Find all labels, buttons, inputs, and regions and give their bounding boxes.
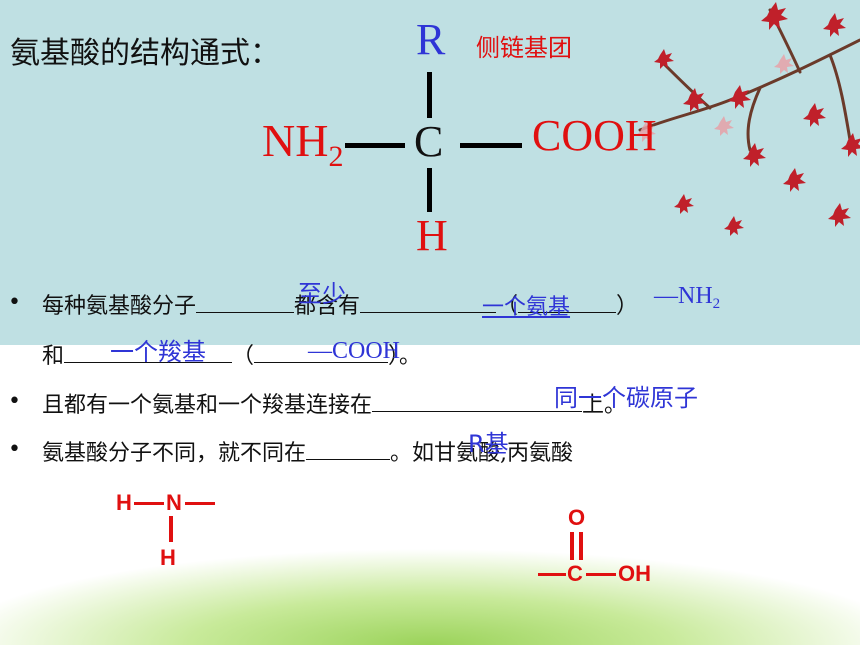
bullet-3-line: 且都有一个氨基和一个羧基连接在 上。	[42, 387, 626, 419]
bullet-1-open: （	[496, 294, 519, 319]
answer-one-carboxyl: 一个羧基	[110, 338, 206, 366]
bullet-1-line: 每种氨基酸分子 都含有 （ ）	[42, 288, 638, 320]
answer-at-least: 至少	[298, 280, 346, 308]
slide-title: 氨基酸的结构通式：	[10, 36, 280, 71]
formula-amino-subscript: 2	[328, 140, 344, 173]
formula-r-group: R	[416, 15, 446, 64]
carboxyl-double-bond-1	[570, 532, 574, 560]
answer-one-amino: 一个氨基	[482, 295, 571, 320]
bullet-1-dot: •	[8, 290, 21, 315]
bullet-1-blank-1	[196, 288, 295, 313]
answer-cooh: —COOH	[308, 338, 401, 364]
amino-group-bond-1	[134, 502, 164, 505]
amino-group-bond-2	[185, 502, 215, 505]
bullet-1-close: ）	[616, 294, 639, 319]
bullet-4-post: 。如甘氨酸,丙氨酸	[390, 441, 574, 466]
bullet-3-post: 上。	[582, 393, 627, 418]
formula-r-note: 侧链基团	[476, 34, 572, 62]
carboxyl-group-c: C	[567, 561, 583, 586]
bullet-2-line: 和 （ ）。	[42, 338, 421, 370]
amino-group-h2: H	[160, 545, 176, 570]
bottom-glow	[0, 525, 860, 645]
carboxyl-group-o: O	[568, 505, 586, 530]
carboxyl-group-oh: OH	[618, 561, 651, 586]
answer-r-group: R基	[468, 430, 509, 458]
bullet-3-dot: •	[8, 389, 21, 414]
formula-amino-text: NH	[262, 115, 329, 166]
bullet-2-open: （	[232, 344, 255, 369]
bullet-2-blank-1	[64, 338, 233, 363]
bullet-2-blank-2	[254, 338, 389, 363]
answer-nh2-sub: 2	[712, 296, 721, 312]
carboxyl-bond-right	[586, 573, 616, 576]
formula-hydrogen: H	[416, 211, 448, 260]
bullet-1-blank-3	[518, 288, 617, 313]
formula-amino: NH2	[262, 114, 343, 174]
bullet-2-close: ）。	[388, 344, 422, 369]
amino-group-bond-3	[169, 516, 173, 542]
carboxyl-bond-left	[538, 573, 566, 576]
formula-bond-left	[345, 143, 405, 148]
formula-bond-top	[427, 72, 432, 118]
formula-bond-bottom	[427, 168, 432, 212]
answer-nh2-text: —NH	[654, 283, 713, 309]
amino-group-h: H	[116, 490, 132, 515]
answer-nh2: —NH2	[654, 283, 720, 313]
formula-carboxyl: COOH	[532, 111, 657, 160]
maple-branch-decoration	[636, 2, 860, 236]
carboxyl-double-bond-2	[579, 532, 583, 560]
bullet-3-blank	[372, 387, 583, 412]
bullet-1-mid: 都含有	[294, 294, 361, 319]
bullet-2-pre: 和	[42, 344, 65, 369]
formula-carbon: C	[414, 117, 444, 166]
bullet-1-pre: 每种氨基酸分子	[42, 294, 197, 319]
bullet-3-pre: 且都有一个氨基和一个羧基连接在	[42, 393, 373, 418]
bullet-4-line: 氨基酸分子不同，就不同在 。如甘氨酸,丙氨酸	[42, 435, 573, 467]
bullet-4-pre: 氨基酸分子不同，就不同在	[42, 441, 307, 466]
bullet-4-blank	[306, 435, 391, 460]
answer-same-carbon: 同一个碳原子	[554, 384, 698, 412]
amino-group-n: N	[166, 490, 182, 515]
formula-bond-right	[460, 143, 522, 148]
bullet-4-dot: •	[8, 437, 21, 462]
bullet-1-blank-2	[360, 288, 497, 313]
